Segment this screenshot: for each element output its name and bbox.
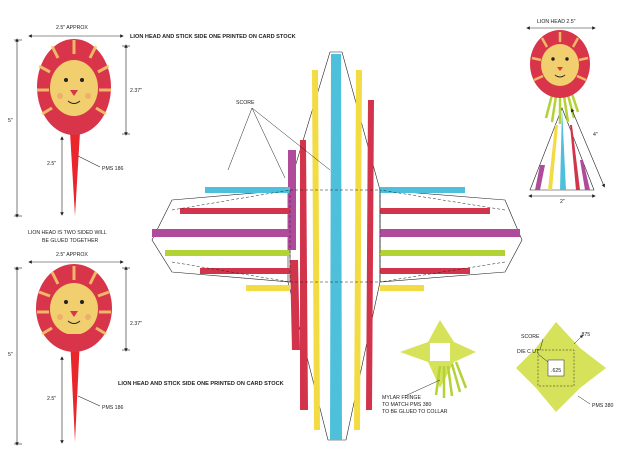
score-square [537,349,575,387]
stripe-red-horizontal [380,268,470,274]
stripe-yellow-vertical [312,70,320,430]
stripe-red-horizontal [380,208,490,214]
cone-height-label: 4" [593,132,598,138]
pms-label: PMS 186 [102,166,124,172]
lion-cone-top-right [529,30,595,191]
dimensions-top-right [526,26,605,198]
width-label: 2.5" APPROX [56,252,88,258]
stripe-blue-vertical [330,54,342,440]
stripe-magenta-horizontal [380,229,520,237]
collar-die-cut-label: DIE C UT [517,349,540,355]
lion-face [541,44,579,86]
head-height-label: 2.37" [130,88,142,94]
collar-outer-dim: .875 [580,332,591,338]
two-sided-note-line2: BE GLUED TOGETHER [42,238,99,244]
score-leaders [227,107,331,179]
lion-head-top-left [37,39,111,216]
head-height-label: 2.37" [130,321,142,327]
collar-score-label: SCORE [521,334,540,340]
fringe-note-line2: TO MATCH PMS 380 [382,402,432,408]
stripe-red-vertical [290,260,300,350]
lion-stick [70,338,80,442]
fringe-note-line1: MYLAR FRINGE [382,395,421,401]
stripe-red-vertical [366,100,374,410]
lion-face [50,60,98,116]
collar-inner-dim: .625 [551,368,562,374]
cross-dieline [151,51,523,441]
fringe-note-line3: TO BE GLUED TO COLLAR [382,409,448,415]
collar-die-diagram [516,322,606,412]
stripe-red-horizontal [180,208,290,214]
collar-pms-label: PMS 380 [592,403,614,409]
stripe-blue-horizontal [380,187,465,193]
lion-stick [70,132,80,216]
stripe-yellow-horizontal [380,285,424,291]
stripe-yellow-horizontal [246,285,290,291]
width-label: 2.5" APPROX [56,25,88,31]
stripe-yellow-vertical [354,70,362,430]
collar-center-hole [430,343,450,361]
pms-label: PMS 186 [102,405,124,411]
stripe-green-horizontal [165,250,290,256]
print-note-title: LION HEAD AND STICK SIDE ONE PRINTED ON … [118,381,284,387]
mylar-fringe-collar [400,320,476,398]
height-label: 5" [8,352,13,358]
stripe-green-horizontal [380,250,505,256]
print-note-title: LION HEAD AND STICK SIDE ONE PRINTED ON … [130,34,296,40]
mane-stripes [37,40,111,116]
stripe-red-vertical [300,140,308,410]
stick-length-label: 2.5" [47,161,57,167]
lion-head-bottom-left [36,264,112,442]
score-lines [171,189,506,283]
fringe-strands [434,361,468,398]
lion-face [50,283,98,335]
cone-title: LION HEAD 2.5" [537,19,576,25]
two-sided-note-line1: LION HEAD IS TWO SIDED WILL [28,230,107,236]
height-label: 5" [8,118,13,124]
score-label: SCORE [236,100,255,106]
die-cut-square [547,359,565,377]
stripe-red-horizontal [200,268,290,274]
stripe-blue-horizontal [205,187,290,193]
stripe-magenta-horizontal [152,229,290,237]
stick-length-label: 2.5" [47,396,57,402]
dimensions-bottom-left [14,260,130,446]
dimensions-top-left [14,34,130,218]
cone-width-label: 2" [560,199,565,205]
